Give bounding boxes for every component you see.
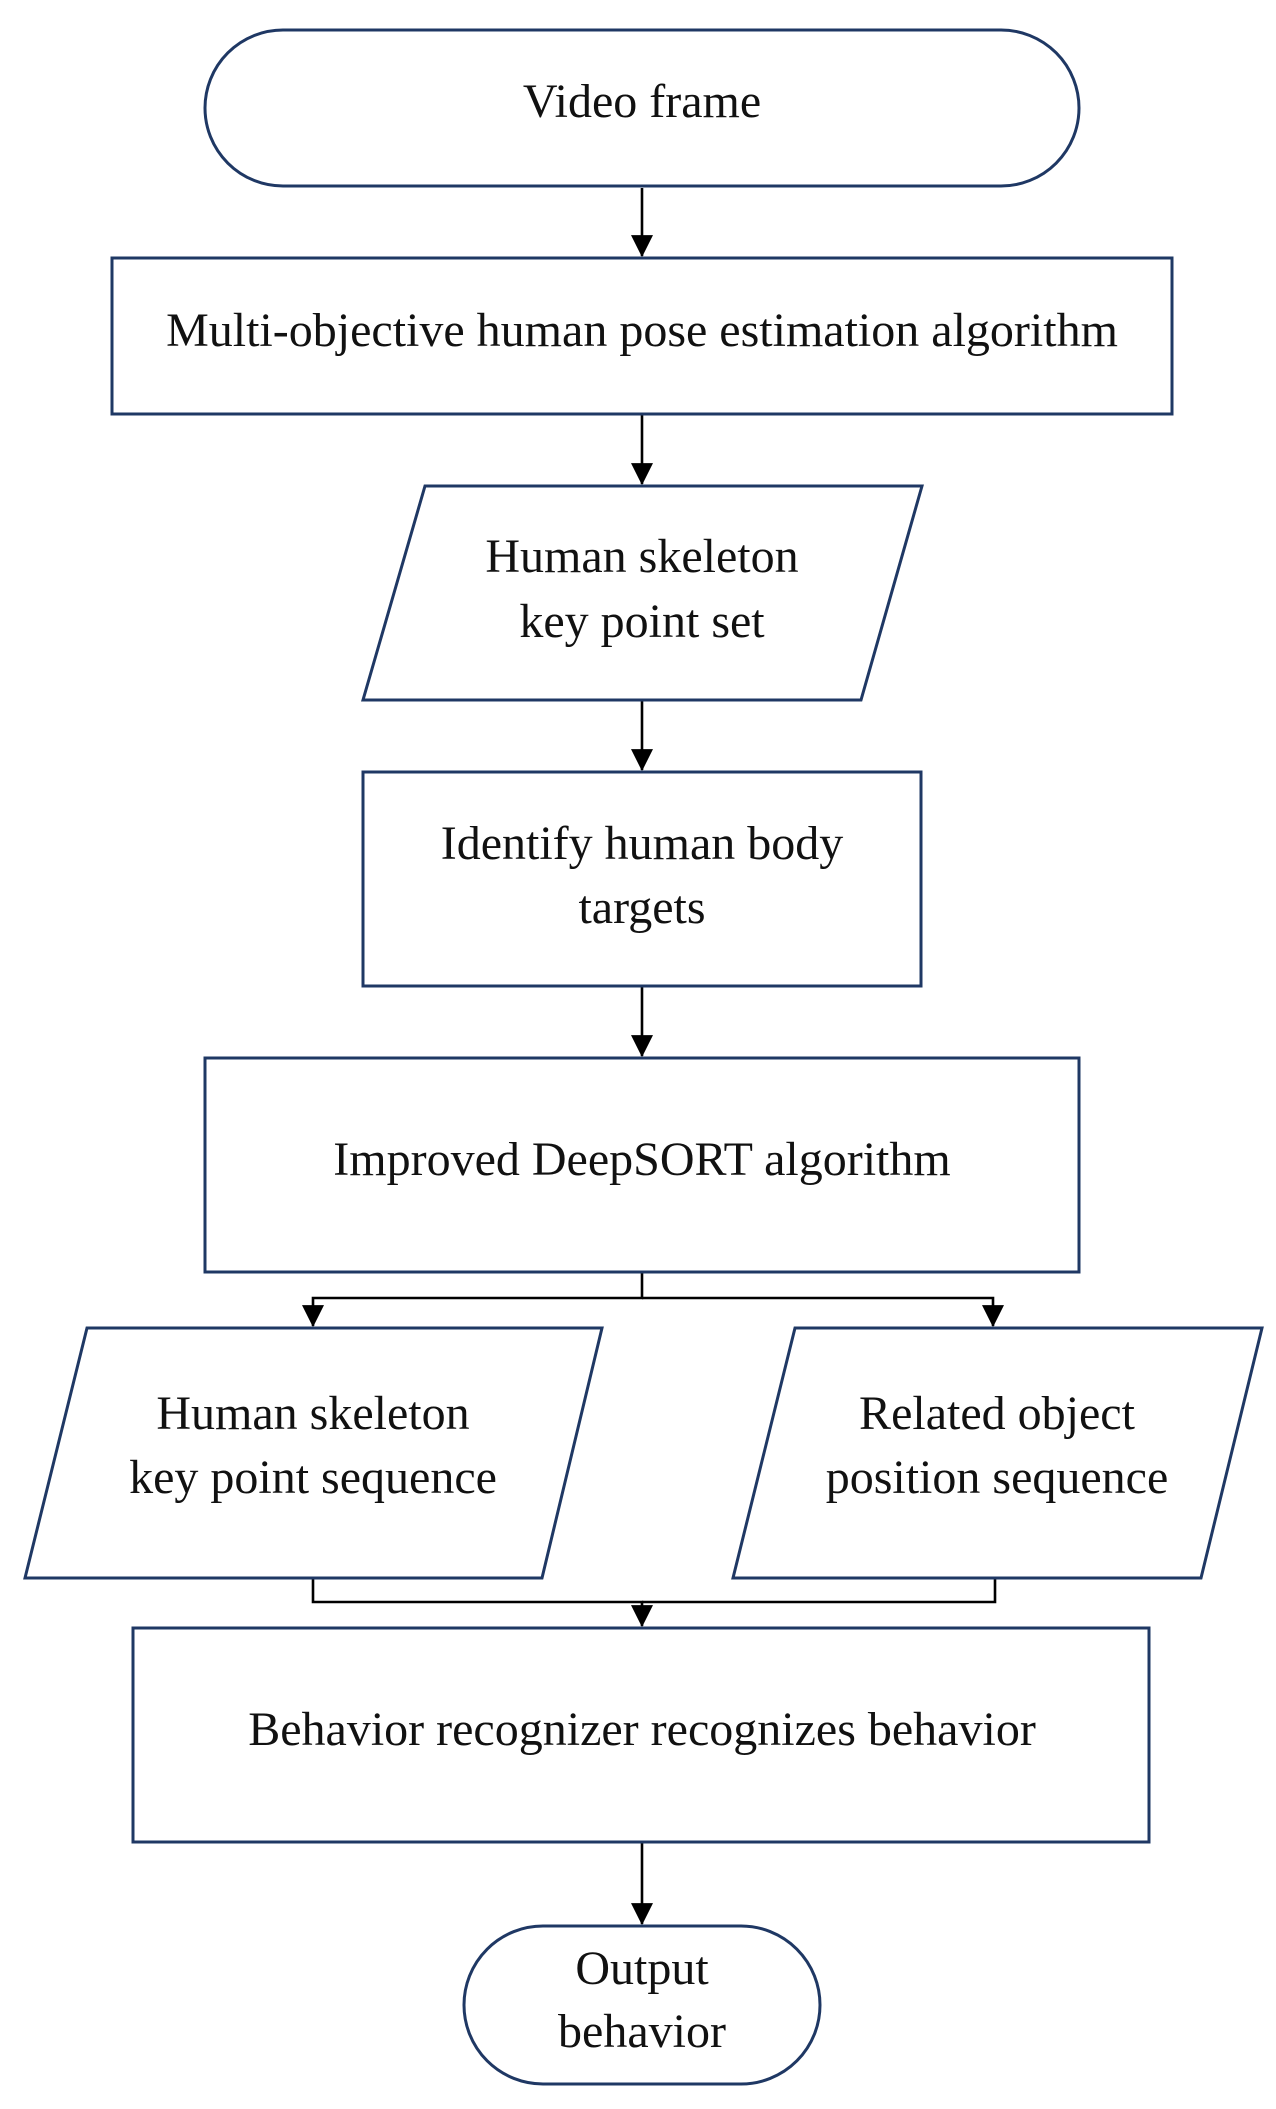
data-shape bbox=[361, 484, 924, 702]
node-output-behavior-line-1: Output bbox=[575, 1942, 709, 1995]
node-identify-targets-line-2: targets bbox=[578, 881, 705, 934]
node-skeleton-key-point-set: Human skeleton key point set bbox=[361, 484, 924, 702]
process-shape bbox=[131, 1626, 1151, 1844]
node-deepsort: Improved DeepSORT algorithm bbox=[203, 1056, 1081, 1274]
node-identify-targets-line-1: Identify human body bbox=[441, 817, 844, 870]
node-pose-estimation: Multi-objective human pose estimation al… bbox=[110, 256, 1174, 416]
node-identify-targets: Identify human body targets bbox=[361, 770, 923, 988]
terminator-shape bbox=[462, 1924, 822, 2086]
nodes: Video frame Multi-objective human pose e… bbox=[23, 28, 1264, 2086]
process-shape bbox=[203, 1056, 1081, 1274]
node-pose-estimation-label: Multi-objective human pose estimation al… bbox=[166, 304, 1118, 357]
node-object-position-sequence-line-2: position sequence bbox=[826, 1451, 1169, 1504]
node-skeleton-key-point-sequence: Human skeleton key point sequence bbox=[23, 1326, 604, 1580]
node-output-behavior: Output behavior bbox=[462, 1924, 822, 2086]
edge-skeleton-sequence-to-behavior-recognizer bbox=[311, 1578, 653, 1628]
edges bbox=[302, 188, 1004, 1926]
data-shape bbox=[23, 1326, 604, 1580]
node-object-position-sequence-line-1: Related object bbox=[859, 1387, 1136, 1440]
node-object-position-sequence: Related object position sequence bbox=[731, 1326, 1264, 1580]
node-video-frame-label: Video frame bbox=[523, 75, 761, 128]
node-behavior-recognizer-label: Behavior recognizer recognizes behavior bbox=[248, 1703, 1036, 1756]
node-skeleton-key-point-set-line-1: Human skeleton bbox=[485, 530, 798, 583]
node-skeleton-key-point-set-line-2: key point set bbox=[519, 595, 765, 648]
terminator-shape bbox=[203, 28, 1081, 188]
edge-deepsort-to-object-sequence bbox=[642, 1296, 1004, 1328]
node-video-frame: Video frame bbox=[203, 28, 1081, 188]
data-shape bbox=[731, 1326, 1264, 1580]
edge-object-sequence-to-behavior-recognizer bbox=[642, 1578, 997, 1604]
node-deepsort-label: Improved DeepSORT algorithm bbox=[333, 1133, 950, 1186]
edge-deepsort-to-skeleton-sequence bbox=[302, 1272, 644, 1328]
node-behavior-recognizer: Behavior recognizer recognizes behavior bbox=[131, 1626, 1151, 1844]
node-output-behavior-line-2: behavior bbox=[558, 2005, 726, 2058]
node-skeleton-key-point-sequence-line-1: Human skeleton bbox=[156, 1387, 469, 1440]
node-skeleton-key-point-sequence-line-2: key point sequence bbox=[129, 1451, 497, 1504]
process-shape bbox=[110, 256, 1174, 416]
process-shape bbox=[361, 770, 923, 988]
